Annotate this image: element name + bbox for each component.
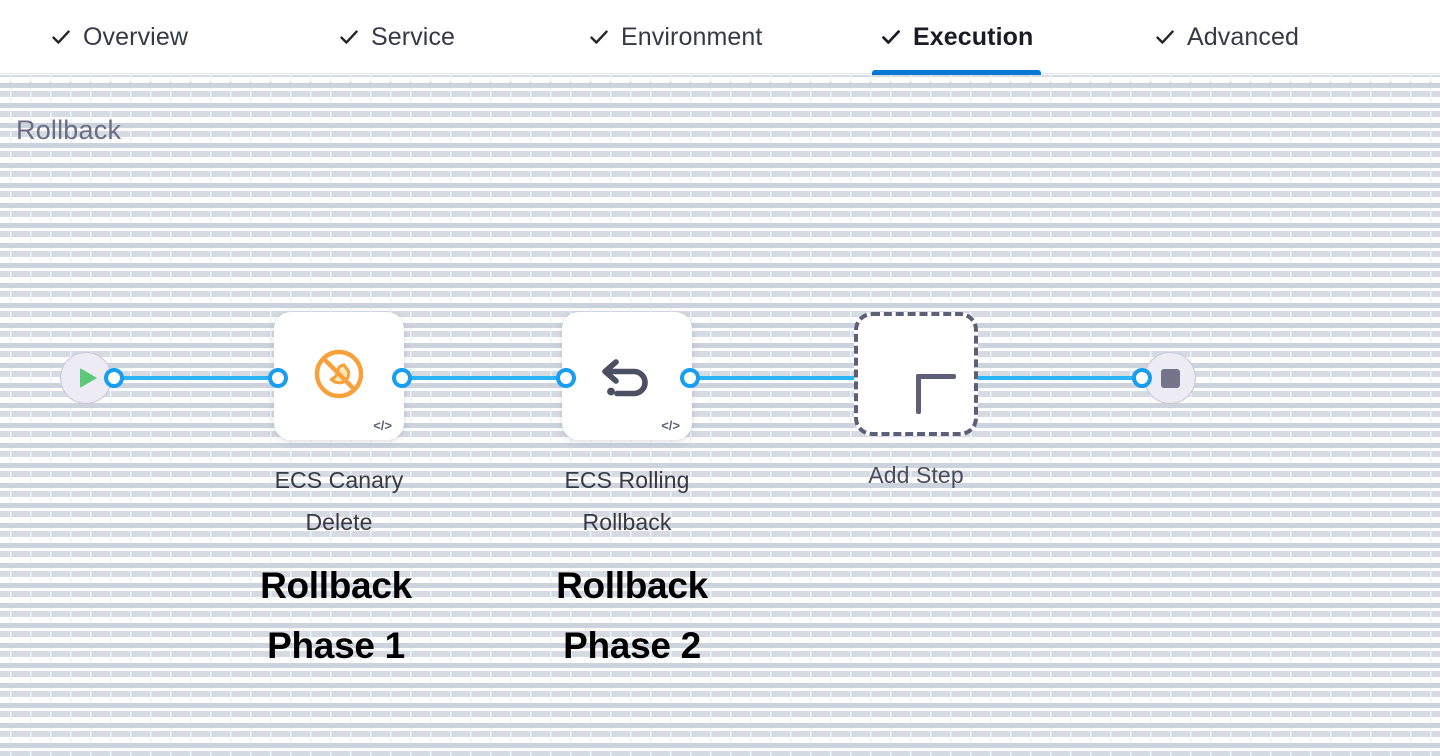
edge-start-to-step1: [110, 376, 285, 380]
check-icon: [588, 26, 610, 48]
tab-service[interactable]: Service: [320, 0, 473, 74]
tab-execution-label: Execution: [913, 22, 1034, 51]
check-icon: [1154, 26, 1176, 48]
flow-canvas[interactable]: </> </>: [0, 75, 1440, 756]
rollback-flow-graph: </> </>: [0, 75, 1440, 756]
check-icon: [338, 26, 360, 48]
step-label-line-1: ECS Canary: [274, 467, 404, 493]
tab-environment-label: Environment: [621, 22, 763, 51]
edge-step1-to-step2: [398, 376, 573, 380]
step-node-ecs-canary-delete[interactable]: </>: [274, 312, 404, 440]
edge-add-step-to-end: [970, 376, 1150, 380]
tab-overview[interactable]: Overview: [32, 0, 206, 74]
tab-execution[interactable]: Execution: [862, 0, 1051, 75]
step-label-line-1: ECS Rolling: [564, 467, 690, 493]
step-label-ecs-canary-delete: ECS Canary Delete: [239, 459, 439, 543]
port-step2-input[interactable]: [556, 368, 576, 388]
stop-icon: [1160, 368, 1180, 388]
ecs-canary-delete-icon: [310, 345, 368, 408]
play-icon: [80, 368, 97, 388]
pipeline-stage-tabs: Overview Service Environment: [0, 0, 1440, 75]
tab-advanced[interactable]: Advanced: [1136, 0, 1317, 74]
step-node-ecs-rolling-rollback[interactable]: </>: [562, 312, 692, 440]
port-step2-output[interactable]: [680, 368, 700, 388]
port-step1-output[interactable]: [392, 368, 412, 388]
step-label-line-2: Delete: [305, 509, 373, 535]
check-icon: [50, 26, 72, 48]
add-step-label: Add Step: [868, 462, 964, 488]
port-end-input[interactable]: [1132, 368, 1152, 388]
annotation-rollback-phase-1: Rollback Phase 1: [260, 565, 412, 666]
section-title-rollback: Rollback: [16, 115, 122, 145]
port-step1-input[interactable]: [268, 368, 288, 388]
port-start-output[interactable]: [104, 368, 124, 388]
code-badge-icon: </>: [661, 418, 680, 433]
tab-overview-label: Overview: [83, 22, 188, 51]
tab-environment[interactable]: Environment: [570, 0, 780, 74]
check-icon: [880, 26, 902, 48]
edge-step2-to-add-step: [686, 376, 866, 380]
step-label-line-2: Rollback: [582, 509, 672, 535]
rollback-arrow-icon: [596, 345, 658, 408]
add-step-button[interactable]: [854, 312, 978, 436]
tab-active-underline: [872, 70, 1042, 75]
tab-advanced-label: Advanced: [1187, 22, 1299, 51]
annotation-rollback-phase-2: Rollback Phase 2: [556, 565, 708, 666]
step-label-ecs-rolling-rollback: ECS Rolling Rollback: [527, 459, 727, 543]
tab-service-label: Service: [371, 22, 456, 51]
code-badge-icon: </>: [373, 418, 392, 433]
